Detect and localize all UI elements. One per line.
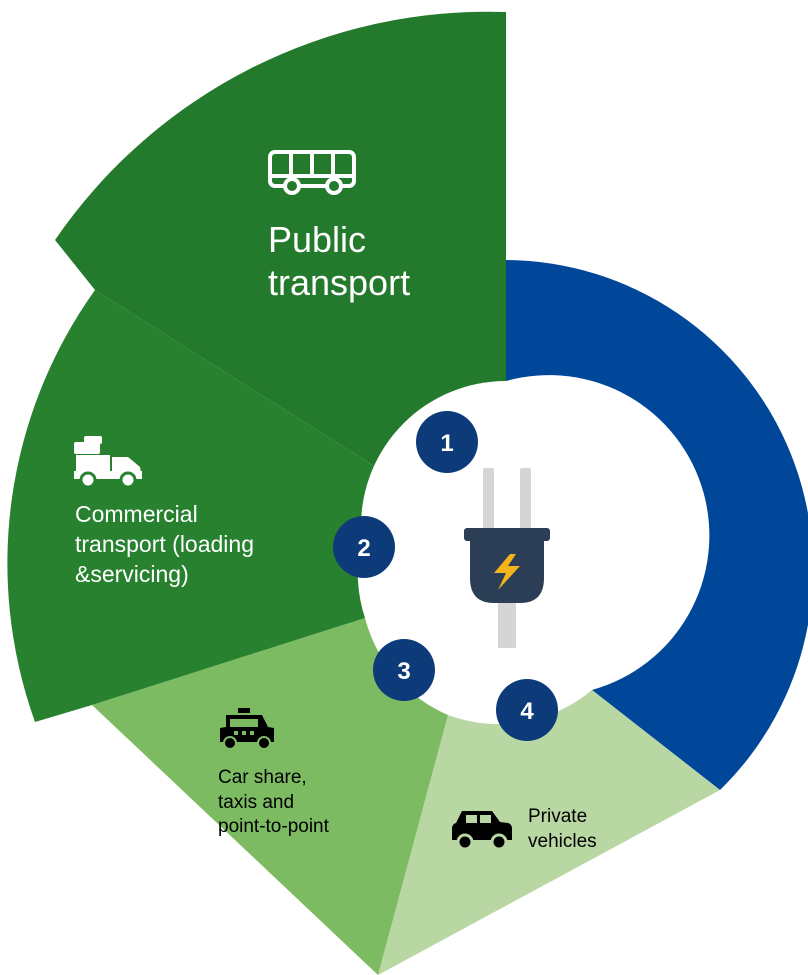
commercial-transport-label-line: transport (loading bbox=[75, 530, 254, 557]
car-share-label-line: taxis and bbox=[218, 791, 295, 813]
bus-icon bbox=[268, 150, 356, 195]
private-vehicles-label: Private vehicles bbox=[528, 805, 597, 854]
badge-3: 3 bbox=[373, 639, 435, 701]
badge-4-number: 4 bbox=[520, 698, 534, 725]
badge-2-number: 2 bbox=[357, 535, 370, 562]
electric-plug-icon bbox=[464, 468, 550, 648]
commercial-transport-label-line: &servicing) bbox=[75, 560, 189, 587]
blue-outer-segment bbox=[506, 260, 808, 790]
badge-4: 4 bbox=[496, 679, 558, 741]
commercial-transport-label: Commercial transport (loading &servicing… bbox=[75, 500, 254, 590]
public-transport-label-line: transport bbox=[268, 262, 411, 304]
badge-1-number: 1 bbox=[440, 430, 453, 457]
car-share-label-line: point-to-point bbox=[218, 816, 329, 838]
private-vehicles-label-line: Private bbox=[528, 806, 588, 827]
private-vehicles-segment bbox=[378, 690, 720, 975]
car-share-label: Car share, taxis and point-to-point bbox=[218, 766, 329, 840]
badge-2: 2 bbox=[333, 516, 395, 578]
commercial-transport-label-line: Commercial bbox=[75, 501, 198, 527]
car-icon bbox=[452, 811, 512, 851]
car-share-segment bbox=[92, 618, 448, 975]
delivery-truck-icon bbox=[74, 436, 142, 489]
badge-1: 1 bbox=[416, 411, 478, 473]
private-vehicles-label-line: vehicles bbox=[528, 830, 597, 852]
taxi-icon bbox=[220, 708, 274, 750]
car-share-label-line: Car share, bbox=[218, 767, 307, 788]
public-transport-label-line: Public bbox=[268, 219, 367, 260]
public-transport-label: Public transport bbox=[268, 218, 410, 304]
commercial-transport-segment bbox=[7, 290, 393, 722]
badge-3-number: 3 bbox=[397, 658, 410, 685]
public-transport-segment bbox=[55, 11, 506, 478]
